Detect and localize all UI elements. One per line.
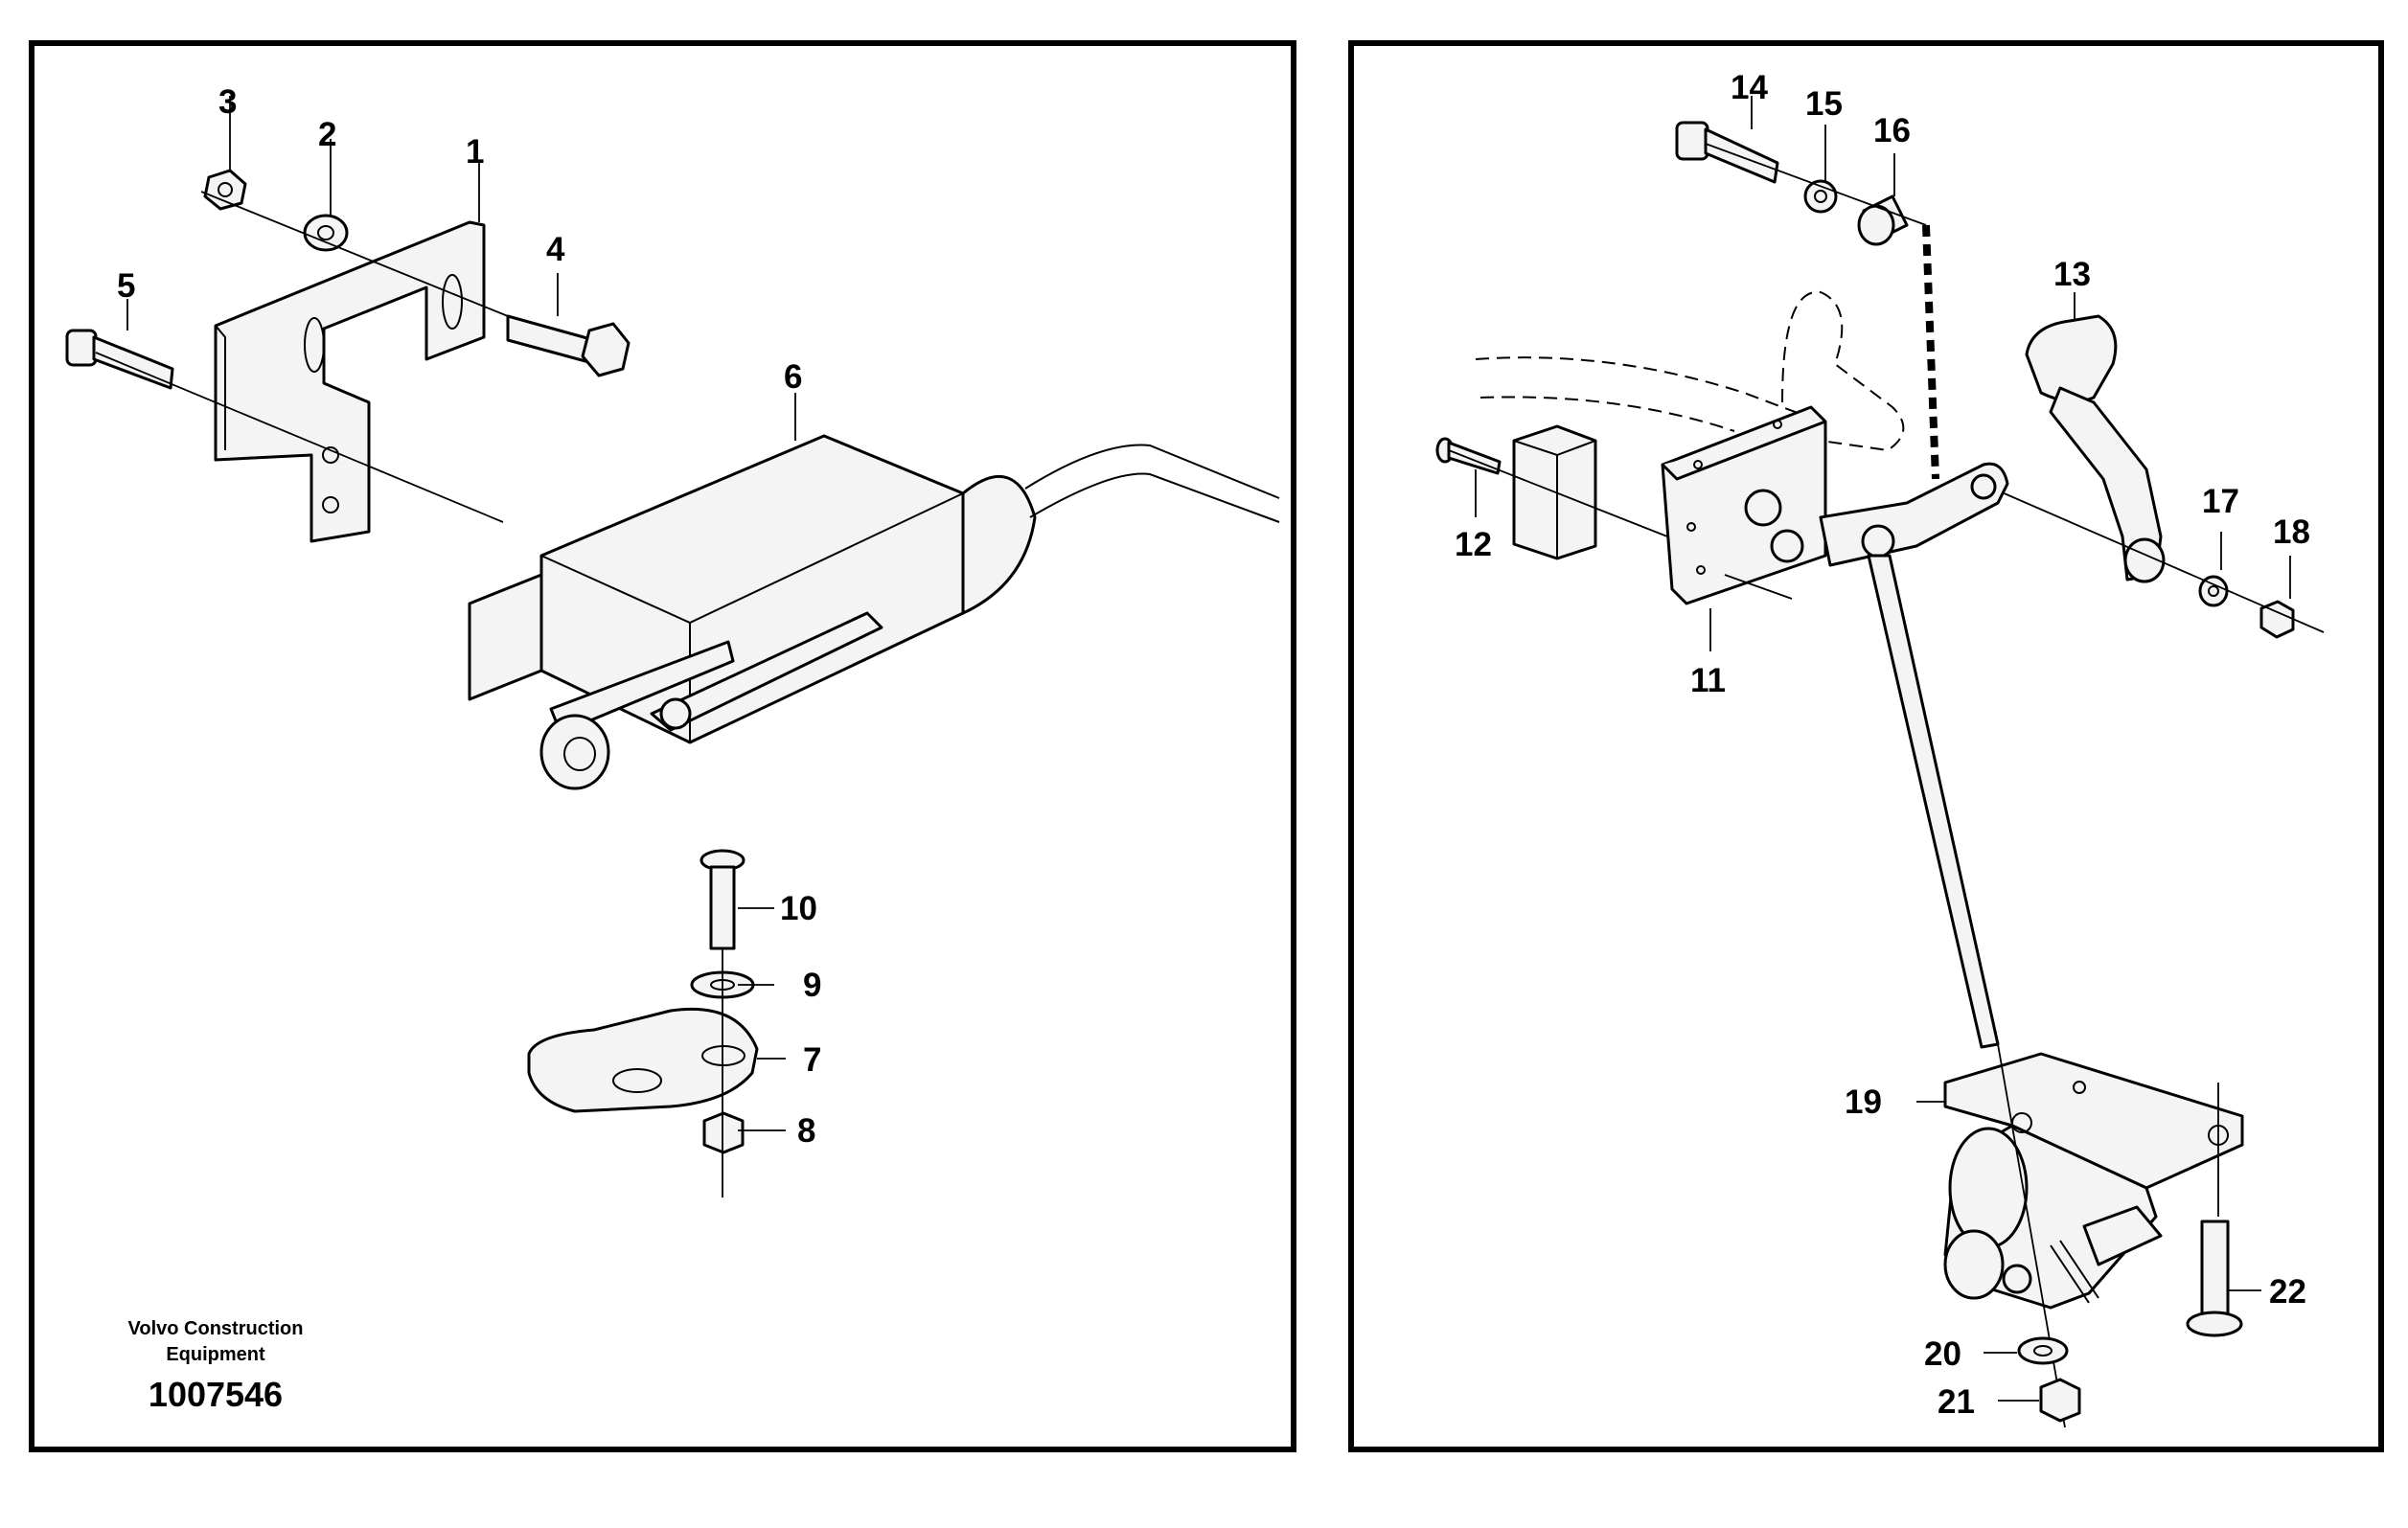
- nut-21: [2039, 1378, 2081, 1423]
- caption-line-1: Volvo Construction: [128, 1318, 304, 1339]
- link-rod: [1867, 554, 2000, 1049]
- callout-20: 20: [1924, 1335, 1961, 1373]
- callout-4: 4: [546, 231, 565, 268]
- caption-line-2: Equipment: [166, 1344, 265, 1365]
- callout-9: 9: [803, 967, 821, 1004]
- bolt-14: [1675, 121, 1779, 184]
- washer: [303, 214, 349, 252]
- callout-2: 2: [318, 116, 336, 153]
- callout-13: 13: [2053, 256, 2091, 293]
- right-panel-frame: [1348, 40, 2384, 1452]
- left-panel-frame: [29, 40, 1296, 1452]
- callout-21: 21: [1938, 1383, 1975, 1421]
- callout-18: 18: [2273, 513, 2310, 551]
- nut-18: [2259, 600, 2295, 639]
- document-number: 1007546: [149, 1375, 283, 1414]
- callout-1: 1: [466, 133, 484, 171]
- nut-8: [702, 1111, 745, 1154]
- screw-10: [699, 849, 745, 950]
- bolt-22: [2186, 1220, 2243, 1337]
- callout-12: 12: [1455, 526, 1492, 563]
- callout-17: 17: [2202, 483, 2239, 520]
- plate-7: [527, 1007, 759, 1113]
- nut: [203, 169, 247, 211]
- bolt-5: [65, 329, 174, 390]
- callout-19: 19: [1845, 1083, 1882, 1121]
- lever-arm: [1819, 462, 2009, 567]
- callout-16: 16: [1873, 112, 1911, 149]
- bolt-4: [506, 314, 631, 377]
- bracket-19: [1943, 1052, 2244, 1310]
- bracket: [214, 220, 486, 543]
- callout-6: 6: [784, 358, 802, 396]
- rod-dashed: [1922, 224, 1939, 480]
- housing: [1661, 405, 1827, 605]
- callout-14: 14: [1731, 69, 1768, 106]
- washer-20: [2017, 1336, 2069, 1365]
- callout-11: 11: [1690, 662, 1726, 699]
- callout-15: 15: [1805, 85, 1843, 123]
- callout-10: 10: [780, 890, 817, 927]
- pedal: [2025, 314, 2166, 583]
- callout-7: 7: [803, 1041, 821, 1079]
- callout-5: 5: [117, 267, 135, 305]
- callout-8: 8: [797, 1112, 815, 1150]
- callout-3: 3: [218, 83, 237, 121]
- screw-12: [1435, 437, 1502, 475]
- callout-22: 22: [2269, 1273, 2306, 1311]
- limit-switch: [468, 434, 1280, 790]
